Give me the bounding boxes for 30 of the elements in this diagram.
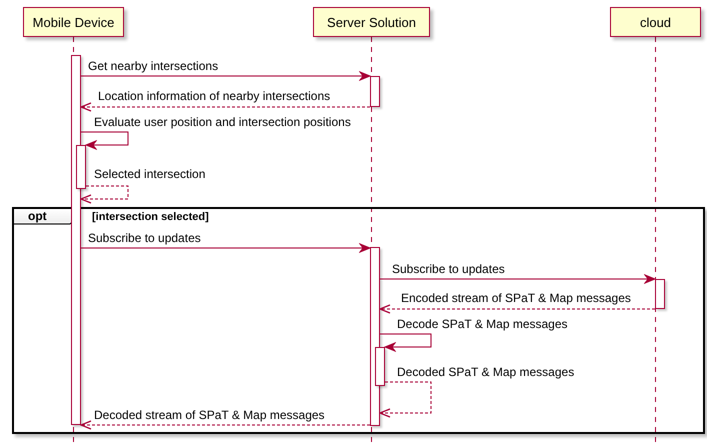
message-arrow (379, 382, 432, 418)
message-arrow (379, 304, 656, 314)
edge-label: Get nearby intersections (87, 59, 220, 73)
edge-label: Evaluate user position and intersection positions (93, 115, 352, 129)
fragment-frame (12, 207, 705, 434)
edge-label: Decoded stream of SPaT & Map messages (93, 408, 326, 422)
message-arrow (380, 274, 656, 284)
fragment-condition: [intersection selected] (92, 211, 209, 223)
edge-label: Location information of nearby intersections (97, 89, 332, 103)
activation-bar (71, 55, 81, 425)
activation-bar (375, 347, 385, 386)
activation-bar (76, 145, 86, 189)
participant-box: Mobile Device (23, 7, 124, 37)
message-arrow (80, 244, 370, 252)
participant-box: Server Solution (313, 7, 430, 37)
activation-bar (370, 76, 380, 107)
message-arrow (380, 334, 432, 352)
edge-label: Subscribe to updates (391, 262, 506, 276)
activation-bar (655, 279, 665, 309)
edge-label: Selected intersection (93, 167, 206, 181)
edge-label: Subscribe to updates (87, 231, 202, 245)
message-arrow (80, 132, 128, 150)
edge-label: Encoded stream of SPaT & Map messages (400, 291, 632, 305)
message-arrow (80, 72, 370, 80)
message-arrow (80, 186, 128, 204)
message-arrow (80, 420, 370, 430)
edge-label: Decoded SPaT & Map messages (396, 365, 576, 379)
edge-label: Decode SPaT & Map messages (396, 317, 569, 331)
message-arrow (80, 102, 370, 112)
participant-box: cloud (610, 7, 701, 37)
